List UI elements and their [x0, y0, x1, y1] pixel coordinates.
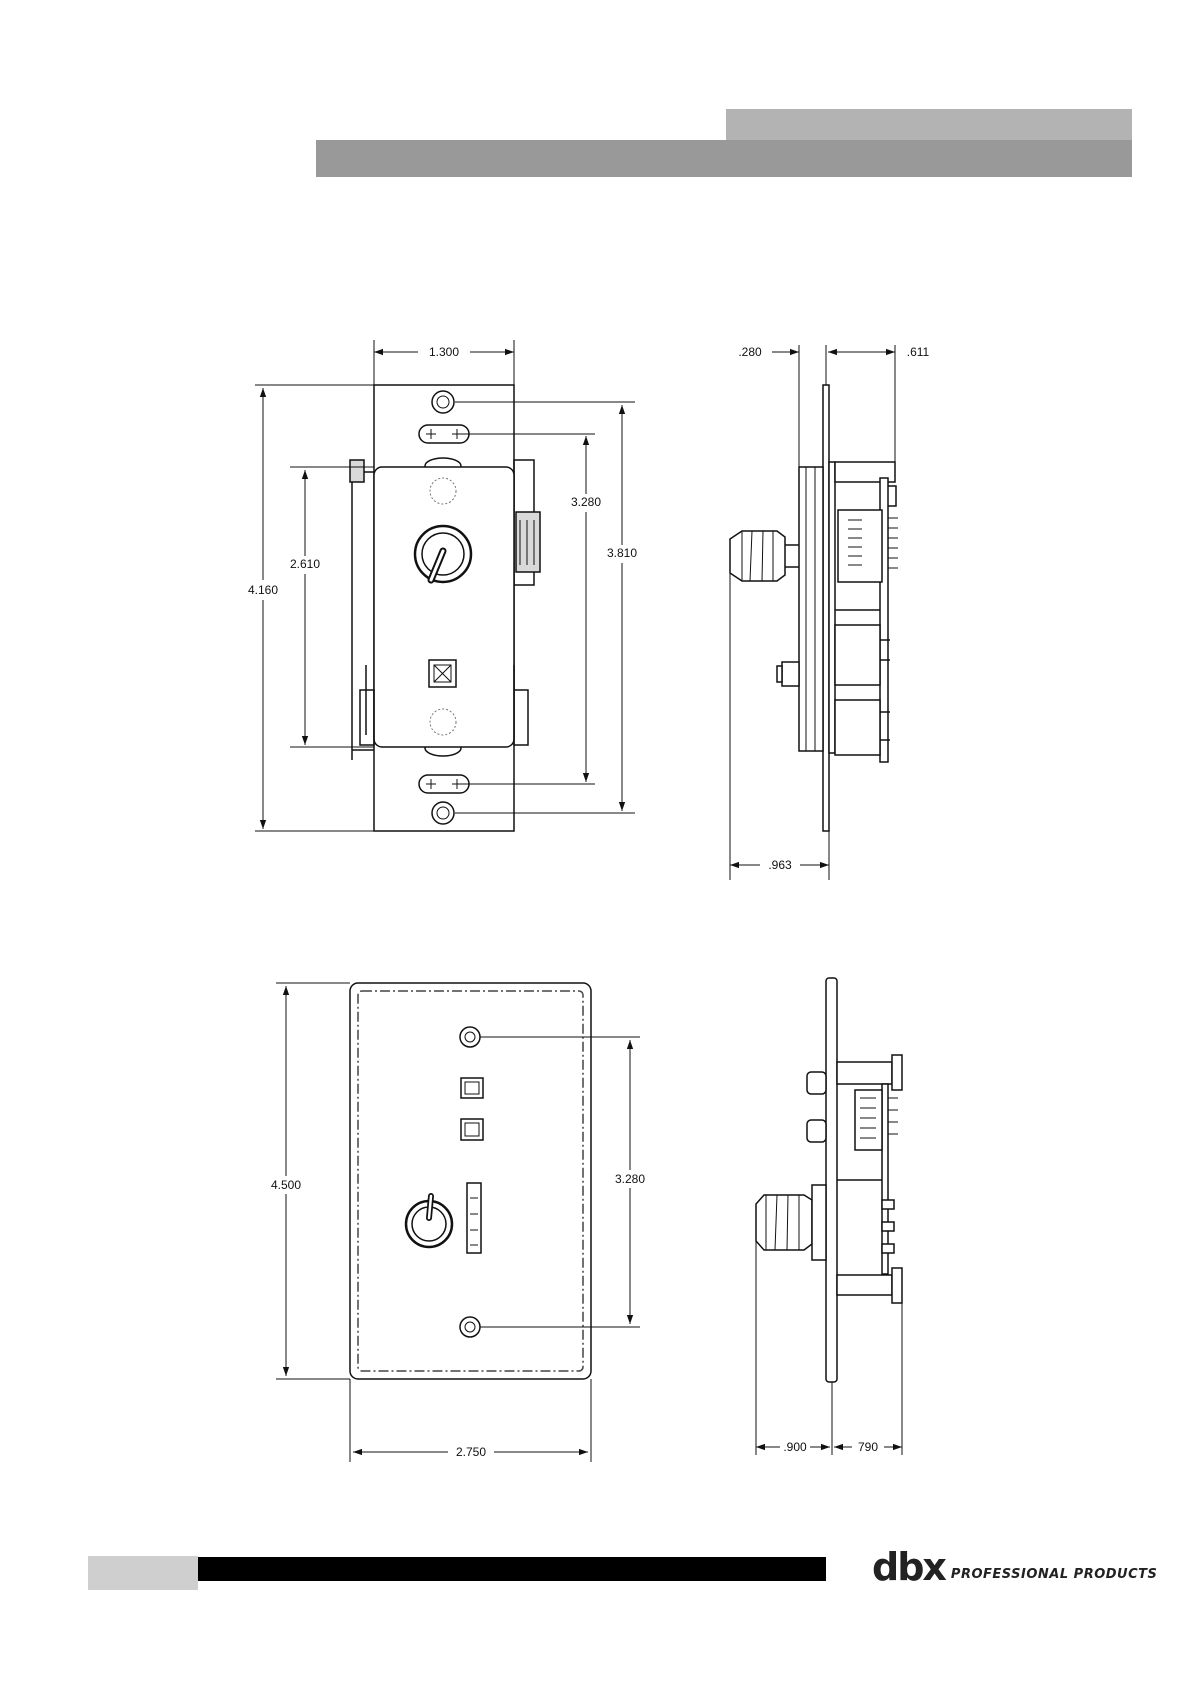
top-front-view: 1.300 4.160 2.610 3.280 3.810	[248, 340, 637, 831]
side-plate	[823, 385, 829, 831]
front-nub-2	[807, 1120, 826, 1142]
footer-bar-grey	[88, 1556, 198, 1590]
screw-top	[432, 391, 454, 413]
dim-slot-spacing-3280: 3.280	[571, 495, 601, 509]
dim-rear-depth-790: 790	[858, 1440, 878, 1454]
side-dip-switch	[855, 1090, 882, 1150]
dim-screw-spacing-3810: 3.810	[607, 546, 637, 560]
dim-depth-611: .611	[907, 345, 930, 359]
dim-front-depth-900: .900	[783, 1440, 807, 1454]
bottom-side-view: .900 790	[756, 978, 902, 1455]
side-wall-plate	[826, 978, 837, 1382]
side-led	[782, 662, 799, 686]
bracket-tab	[350, 460, 364, 482]
plate-button-2	[461, 1119, 483, 1140]
screw-bottom	[432, 802, 454, 824]
dim-width-1300: 1.300	[429, 345, 459, 359]
control-panel	[374, 467, 514, 747]
logo-text: PROFESSIONAL PRODUCTS	[951, 1567, 1157, 1582]
plate-button-1	[461, 1078, 483, 1098]
side-plate-knob	[756, 1195, 812, 1250]
dim-plate-thickness-280: .280	[738, 345, 762, 359]
footer-bar-black	[198, 1557, 826, 1581]
dim-screw-spacing-3280: 3.280	[615, 1172, 645, 1186]
dbx-logo: dbx PROFESSIONAL PRODUCTS	[872, 1546, 1157, 1586]
plate-screw-top	[460, 1027, 480, 1047]
dim-knob-depth-963: .963	[768, 858, 792, 872]
led-meter	[467, 1183, 481, 1253]
dim-height-4160: 4.160	[248, 583, 278, 597]
bottom-front-view: 4.500 3.280 2.750	[271, 983, 645, 1462]
dip-switch-block	[838, 510, 882, 582]
dim-height-4500: 4.500	[271, 1178, 301, 1192]
dim-height-2610: 2.610	[290, 557, 320, 571]
top-side-view: .280 .611 .963	[730, 345, 930, 880]
plate-screw-bottom	[460, 1317, 480, 1337]
side-connector-lower	[835, 625, 880, 685]
side-knob	[730, 531, 785, 581]
dim-width-2750: 2.750	[456, 1445, 486, 1459]
logo-mark: dbx	[872, 1548, 945, 1586]
side-panel-body	[799, 467, 823, 751]
front-nub-1	[807, 1072, 826, 1094]
